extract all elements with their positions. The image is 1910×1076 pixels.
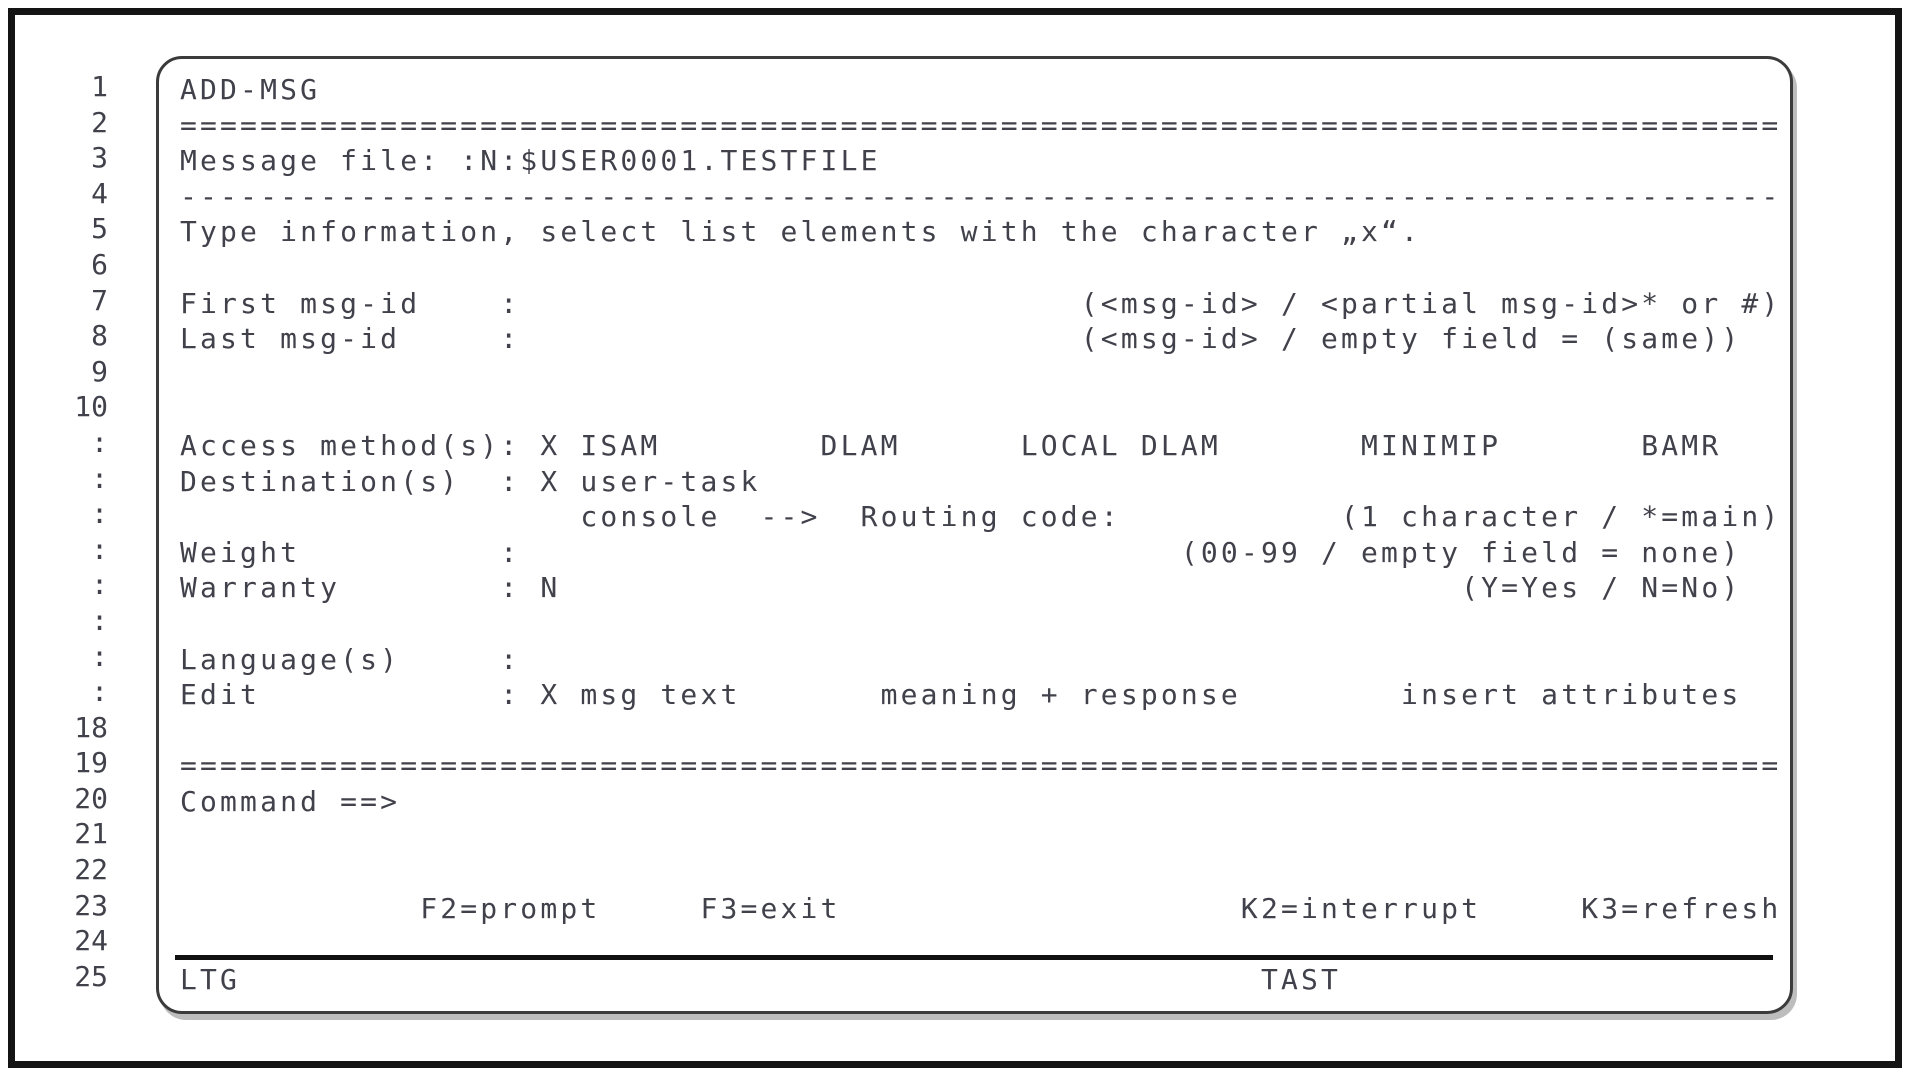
line-number: 1 [91,70,108,103]
line-number: 2 [91,105,108,139]
line-number: 18 [74,710,108,744]
status-divider-rule [175,955,1773,960]
screen-title-line: ADD-MSG [180,73,321,106]
languages-line[interactable]: Language(s) : [180,642,521,676]
command-line[interactable]: Command ==> [180,784,401,818]
last-msg-id-line[interactable]: Last msg-id : (<msg-id> / empty field = … [180,322,1742,356]
line-number: 19 [74,746,108,780]
blank-line [180,250,1784,286]
edit-line[interactable]: Edit : X msg text meaning + response ins… [180,678,1742,712]
message-file-line: Message file: :N:$USER0001.TESTFILE [180,144,881,178]
line-number: 22 [74,853,108,887]
line-number-colon: : [91,603,108,637]
status-line: LTG TAST [180,962,1342,996]
line-number-colon: : [91,425,108,459]
line-number-colon: : [91,532,108,566]
line-number: 6 [91,247,108,281]
divider-line: ----------------------------------------… [180,179,1782,213]
console-routing-line[interactable]: console --> Routing code: (1 character /… [180,500,1782,534]
line-number: 24 [74,924,108,958]
function-keys-line[interactable]: F2=prompt F3=exit K2=interrupt K3=refres… [180,891,1782,925]
blank-line [180,855,1784,891]
warranty-line[interactable]: Warranty : N (Y=Yes / N=No) [180,571,1742,605]
line-number: 5 [91,212,108,246]
blank-line [180,392,1784,428]
line-number: 7 [91,283,108,317]
blank-line [180,357,1784,393]
line-number-colon: : [91,639,108,673]
blank-line [180,606,1784,642]
blank-line [180,819,1784,855]
line-number: 20 [74,781,108,815]
blank-line [180,713,1784,749]
separator-line: ========================================… [180,749,1782,783]
line-number: 3 [91,141,108,175]
line-number: 25 [74,959,108,993]
line-number: 21 [74,817,108,851]
terminal-screen: ADD-MSG=================================… [156,56,1793,1014]
screen-lines: ADD-MSG=================================… [180,72,1784,997]
line-number-colon: : [91,568,108,602]
line-number: 23 [74,888,108,922]
line-number-colon: : [91,461,108,495]
line-number: 4 [91,176,108,210]
separator-line: ========================================… [180,108,1782,142]
first-msg-id-line[interactable]: First msg-id : (<msg-id> / <partial msg-… [180,286,1782,320]
weight-line[interactable]: Weight : (00-99 / empty field = none) [180,535,1742,569]
line-number: 9 [91,354,108,388]
destinations-line[interactable]: Destination(s) : X user-task [180,464,761,498]
line-number: 10 [74,390,108,424]
line-number: 8 [91,319,108,353]
access-methods-line[interactable]: Access method(s): X ISAM DLAM LOCAL DLAM… [180,428,1722,462]
line-number-colon: : [91,675,108,709]
instruction-line: Type information, select list elements w… [180,215,1422,249]
line-number-colon: : [91,497,108,531]
